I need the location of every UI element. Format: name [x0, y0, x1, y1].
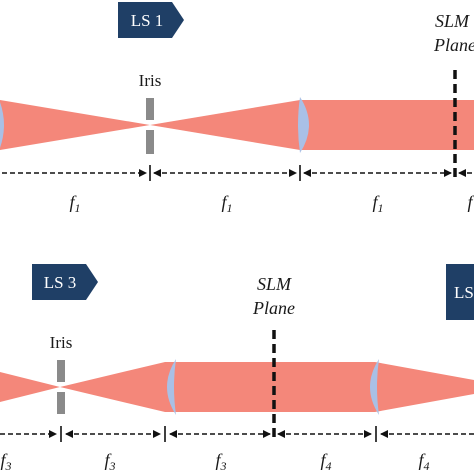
- top-iris-lower: [146, 130, 154, 154]
- bottom-f-label-3: f3: [215, 450, 226, 473]
- bottom-iris-lower: [57, 392, 65, 414]
- ls1-tag: LS 1: [118, 2, 184, 38]
- bottom-f-label-2: f3: [104, 450, 115, 473]
- bottom-beam-focusing: [375, 362, 474, 412]
- ls1-tag-label: LS 1: [131, 11, 164, 30]
- top-slm-label-line2: Plane: [433, 35, 474, 55]
- ls3-tag: LS 3: [32, 264, 98, 300]
- bottom-beam-diverging: [60, 362, 165, 412]
- top-f-label-3: f1: [372, 192, 383, 215]
- top-f-label-2: f1: [221, 192, 232, 215]
- top-optical-path: Iris LS 1 SLM Plane f1 f1 f1 f: [0, 2, 474, 215]
- top-iris-upper: [146, 98, 154, 120]
- ls-right-tag-label: LS: [454, 283, 474, 302]
- bottom-f-label-4: f4: [320, 450, 331, 473]
- top-beam-converging: [0, 100, 150, 150]
- top-iris-label: Iris: [139, 71, 162, 90]
- bottom-slm-label-line2: Plane: [252, 298, 295, 318]
- bottom-right-lens: [370, 359, 379, 415]
- bottom-dimension-line: [0, 426, 474, 442]
- top-beam-diverging: [150, 100, 300, 150]
- bottom-iris-upper: [57, 360, 65, 382]
- bottom-beam-converging: [0, 372, 60, 402]
- bottom-optical-path: Iris LS 3 LS SLM Plane f3 f3 f3: [0, 264, 474, 473]
- bottom-iris-label: Iris: [50, 333, 73, 352]
- top-f-label-1: f1: [69, 192, 80, 215]
- ls3-tag-label: LS 3: [44, 273, 77, 292]
- top-left-lens: [0, 102, 4, 148]
- bottom-f-label-5: f4: [418, 450, 429, 473]
- top-beam-collimated: [300, 100, 474, 150]
- top-middle-lens: [298, 97, 309, 153]
- bottom-left-lens: [167, 359, 176, 415]
- top-f-label-4: f: [467, 192, 474, 212]
- ls-right-tag: LS: [446, 264, 474, 320]
- top-slm-label-line1: SLM: [435, 11, 470, 31]
- bottom-slm-label-line1: SLM: [257, 274, 292, 294]
- bottom-f-label-1: f3: [0, 450, 11, 473]
- bottom-beam-collimated: [165, 362, 375, 412]
- top-dimension-line: [2, 165, 474, 181]
